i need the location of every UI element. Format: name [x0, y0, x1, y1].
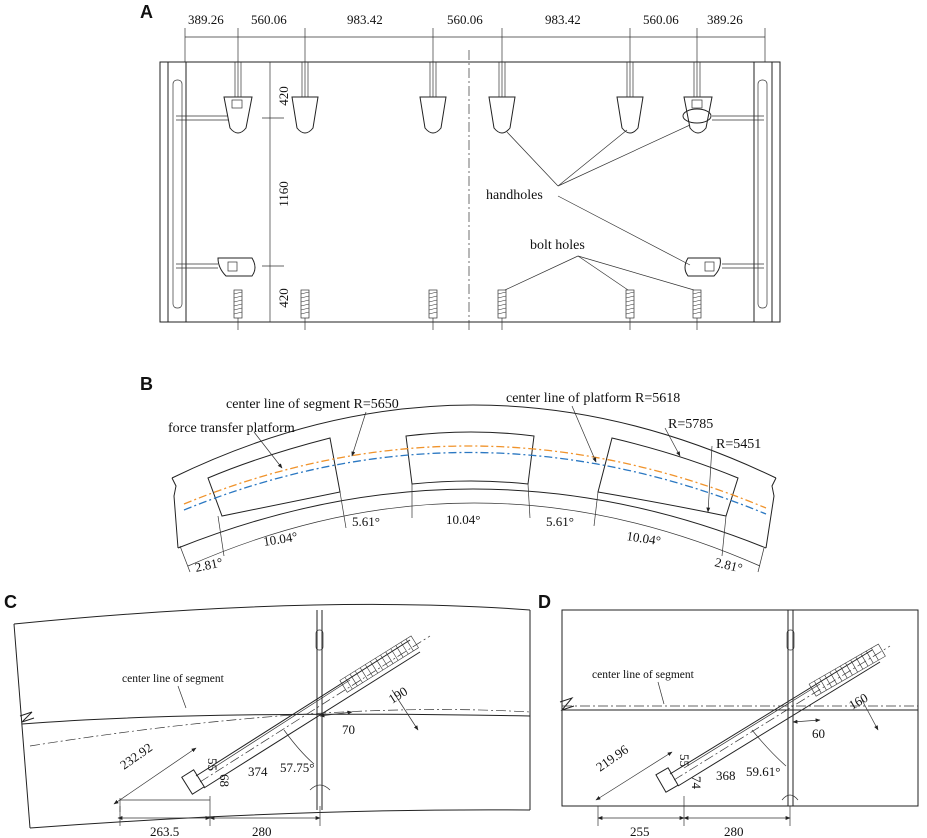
- panel-a-right-flange: [753, 62, 773, 322]
- segment-center-line: [183, 451, 767, 515]
- dim-a-5: 983.42: [545, 12, 581, 27]
- dim-c-190: 190: [386, 683, 410, 706]
- dim-d-74: 74: [689, 776, 704, 790]
- bolt-hole-6: [692, 289, 702, 330]
- panel-c-segment-outline: [13, 603, 531, 829]
- panel-d-bolt: [655, 643, 891, 793]
- angle-b-4: 10.04°: [446, 512, 480, 527]
- dim-a-4: 560.06: [447, 12, 483, 27]
- angle-b-6: 10.04°: [626, 528, 662, 548]
- dim-a-2: 560.06: [251, 12, 287, 27]
- dim-d-55: 55: [677, 754, 692, 767]
- dim-d-255: 255: [630, 824, 650, 838]
- label-force-platform: force transfer platform: [168, 421, 295, 436]
- panel-a-leaders: [504, 124, 695, 291]
- panel-d-dimensions: [595, 699, 879, 826]
- panel-b-angle-dimension-chain: [179, 483, 765, 573]
- label-segment-center: center line of segment R=5650: [226, 397, 399, 412]
- dim-c-232: 232.92: [117, 740, 155, 773]
- label-platform-center: center line of platform R=5618: [506, 391, 680, 406]
- panel-b-leaders: [253, 405, 713, 513]
- bolt-hole-5: [625, 289, 635, 330]
- dim-a-side-3: 420: [276, 288, 291, 308]
- panel-a-side-dimension-chain: 420 1160 420: [262, 62, 291, 322]
- dim-c-68: 68: [217, 774, 232, 787]
- panel-c-letter: C: [4, 592, 17, 612]
- panel-d-segment-outline: [559, 609, 919, 807]
- panel-b-segment-outline: [171, 404, 777, 549]
- panel-c-bolt: [181, 635, 431, 795]
- bolt-hole-3: [428, 289, 438, 330]
- platform-left: [207, 437, 341, 517]
- label-r-outer: R=5785: [668, 417, 713, 432]
- angle-b-1: 2.81°: [194, 554, 224, 574]
- angle-b-5: 5.61°: [546, 514, 574, 529]
- dim-a-side-1: 420: [276, 86, 291, 106]
- panel-d: D center line of segment: [538, 592, 919, 838]
- dim-d-60: 60: [812, 726, 825, 741]
- panel-d-center-leader: [657, 681, 665, 705]
- handhole-top-right: [682, 62, 764, 134]
- dim-d-angle: 59.61°: [746, 764, 780, 779]
- handhole-top-5: [616, 62, 644, 134]
- panel-d-center-label: center line of segment: [592, 669, 695, 681]
- dim-c-70: 70: [342, 722, 355, 737]
- panel-a-handholes: [176, 62, 764, 277]
- platform-center-line: [183, 445, 767, 509]
- platform-middle: [405, 431, 535, 485]
- panel-a-top-dimension-chain: 389.26 560.06 983.42 560.06 983.42 560.0…: [184, 12, 766, 62]
- panel-b-platforms: [207, 431, 739, 517]
- label-handholes: handholes: [486, 188, 543, 203]
- dim-c-374: 374: [248, 764, 268, 779]
- label-bolt-holes: bolt holes: [530, 238, 585, 253]
- panel-b: B 2.81° 10.04° 5.61° 10: [140, 374, 777, 576]
- handhole-bottom-right: [684, 257, 764, 277]
- panel-c-center-label: center line of segment: [122, 673, 225, 685]
- handhole-bottom-left: [176, 257, 256, 277]
- angle-b-2: 10.04°: [262, 529, 298, 549]
- handhole-top-3: [419, 62, 447, 134]
- panel-c-segment-center-line: [29, 709, 531, 747]
- handhole-top-2: [291, 62, 319, 134]
- label-r-inner: R=5451: [716, 437, 761, 452]
- panel-c-dimensions: [113, 689, 419, 826]
- panel-b-letter: B: [140, 374, 153, 394]
- dim-a-1: 389.26: [188, 12, 224, 27]
- panel-a-segment-outline: [159, 61, 781, 323]
- angle-b-3: 5.61°: [352, 514, 380, 529]
- panel-a-letter: A: [140, 2, 153, 22]
- bolt-hole-1: [233, 289, 243, 330]
- panel-c-center-leader: [177, 685, 187, 709]
- handhole-top-4: [488, 62, 516, 134]
- dim-d-368: 368: [716, 768, 736, 783]
- bolt-hole-2: [300, 289, 310, 330]
- angle-b-7: 2.81°: [713, 554, 744, 575]
- dim-d-280: 280: [724, 824, 744, 838]
- handhole-top-left: [176, 62, 253, 134]
- dim-a-3: 983.42: [347, 12, 383, 27]
- dim-c-angle: 57.75°: [280, 760, 314, 775]
- dim-a-side-2: 1160: [276, 181, 291, 207]
- bolt-hole-4: [497, 289, 507, 330]
- panel-a-left-flange: [167, 62, 187, 322]
- dim-c-280: 280: [252, 824, 272, 838]
- panel-a-bolt-holes: [233, 289, 702, 330]
- dim-a-6: 560.06: [643, 12, 679, 27]
- dim-a-7: 389.26: [707, 12, 743, 27]
- dim-d-219: 219.96: [593, 741, 631, 774]
- panel-d-letter: D: [538, 592, 551, 612]
- panel-c: C center line of segment: [4, 592, 531, 838]
- dim-c-263: 263.5: [150, 824, 179, 838]
- dim-c-55: 55: [205, 758, 220, 771]
- panel-a: A 389.26 560.06 983.42 560.06 983.42 560…: [140, 2, 781, 330]
